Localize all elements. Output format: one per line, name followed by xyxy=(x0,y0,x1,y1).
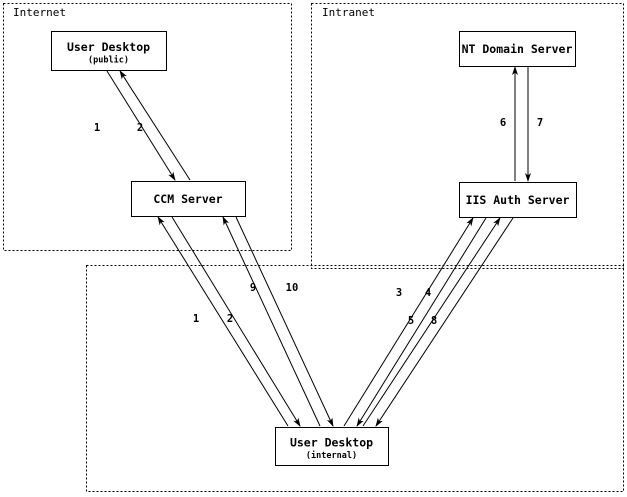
node-user-desktop-internal[interactable]: User Desktop(internal) xyxy=(274,426,390,467)
edge-edge-9 xyxy=(222,216,321,427)
node-box-user-desktop-public[interactable] xyxy=(50,30,168,72)
edge-label-4: 4 xyxy=(425,287,431,299)
node-box-iis-auth-server[interactable] xyxy=(458,181,578,219)
node-subtitle-user-desktop-public: (public) xyxy=(88,55,129,66)
zone-label-internet: Internet xyxy=(13,6,66,19)
edge-edge-5 xyxy=(362,217,501,427)
edge-label-1: 1 xyxy=(94,122,100,134)
edge-labels-layer: 1 2 1 2 9 10 3 4 5 8 6 7 xyxy=(94,117,543,327)
zone-boundary-internal-network xyxy=(86,265,624,492)
edge-label-2: 2 xyxy=(227,313,233,325)
edge-line-edge-4 xyxy=(356,217,487,427)
zone-intranet: Intranet xyxy=(311,3,624,269)
edges-layer xyxy=(106,66,531,427)
node-box-ccm-server[interactable] xyxy=(130,180,247,218)
edge-line-edge-8 xyxy=(375,217,514,427)
edge-edge-1-public xyxy=(106,70,176,181)
zones-layer: Internet Intranet xyxy=(3,3,624,492)
edge-label-2: 2 xyxy=(137,122,143,134)
edge-line-edge-9 xyxy=(222,216,321,427)
edge-line-edge-2-public xyxy=(119,70,191,181)
node-box-nt-domain-server[interactable] xyxy=(458,30,577,68)
node-nt-domain-server[interactable]: NT Domain Server xyxy=(458,30,577,68)
zone-label-intranet: Intranet xyxy=(322,6,375,19)
edge-line-edge-1-internal xyxy=(157,216,289,427)
node-subtitle-user-desktop-internal: (internal) xyxy=(306,450,357,461)
edge-line-edge-5 xyxy=(362,217,501,427)
edge-line-edge-2-internal xyxy=(171,216,301,427)
node-title-nt-domain-server: NT Domain Server xyxy=(462,42,573,56)
node-title-iis-auth-server: IIS Auth Server xyxy=(466,193,570,207)
zone-internet: Internet xyxy=(3,3,292,251)
edge-edge-2-internal xyxy=(171,216,301,427)
node-iis-auth-server[interactable]: IIS Auth Server xyxy=(458,181,578,219)
node-user-desktop-public[interactable]: User Desktop(public) xyxy=(50,30,168,72)
edge-edge-3 xyxy=(343,217,474,427)
zone-internal-network xyxy=(86,265,624,492)
zone-boundary-internet xyxy=(3,3,292,251)
edge-label-5: 5 xyxy=(408,315,414,327)
edge-edge-8 xyxy=(375,217,514,427)
edge-label-10: 10 xyxy=(286,282,299,294)
zone-boundary-intranet xyxy=(311,3,624,269)
edge-label-9: 9 xyxy=(250,282,256,294)
edge-label-7: 7 xyxy=(537,117,543,129)
edge-edge-4 xyxy=(356,217,487,427)
edge-line-edge-10 xyxy=(235,216,334,427)
node-title-ccm-server: CCM Server xyxy=(153,192,222,206)
edge-line-edge-1-public xyxy=(106,70,176,181)
edge-label-3: 3 xyxy=(396,287,402,299)
edge-edge-1-internal xyxy=(157,216,289,427)
edge-label-8: 8 xyxy=(431,315,437,327)
node-title-user-desktop-internal: User Desktop xyxy=(290,436,373,450)
edge-label-1: 1 xyxy=(193,313,199,325)
edge-edge-2-public xyxy=(119,70,191,181)
edge-line-edge-3 xyxy=(343,217,474,427)
node-title-user-desktop-public: User Desktop xyxy=(67,40,150,54)
node-box-user-desktop-internal[interactable] xyxy=(274,426,390,467)
edge-edge-10 xyxy=(235,216,334,427)
node-ccm-server[interactable]: CCM Server xyxy=(130,180,247,218)
edge-label-6: 6 xyxy=(500,117,506,129)
